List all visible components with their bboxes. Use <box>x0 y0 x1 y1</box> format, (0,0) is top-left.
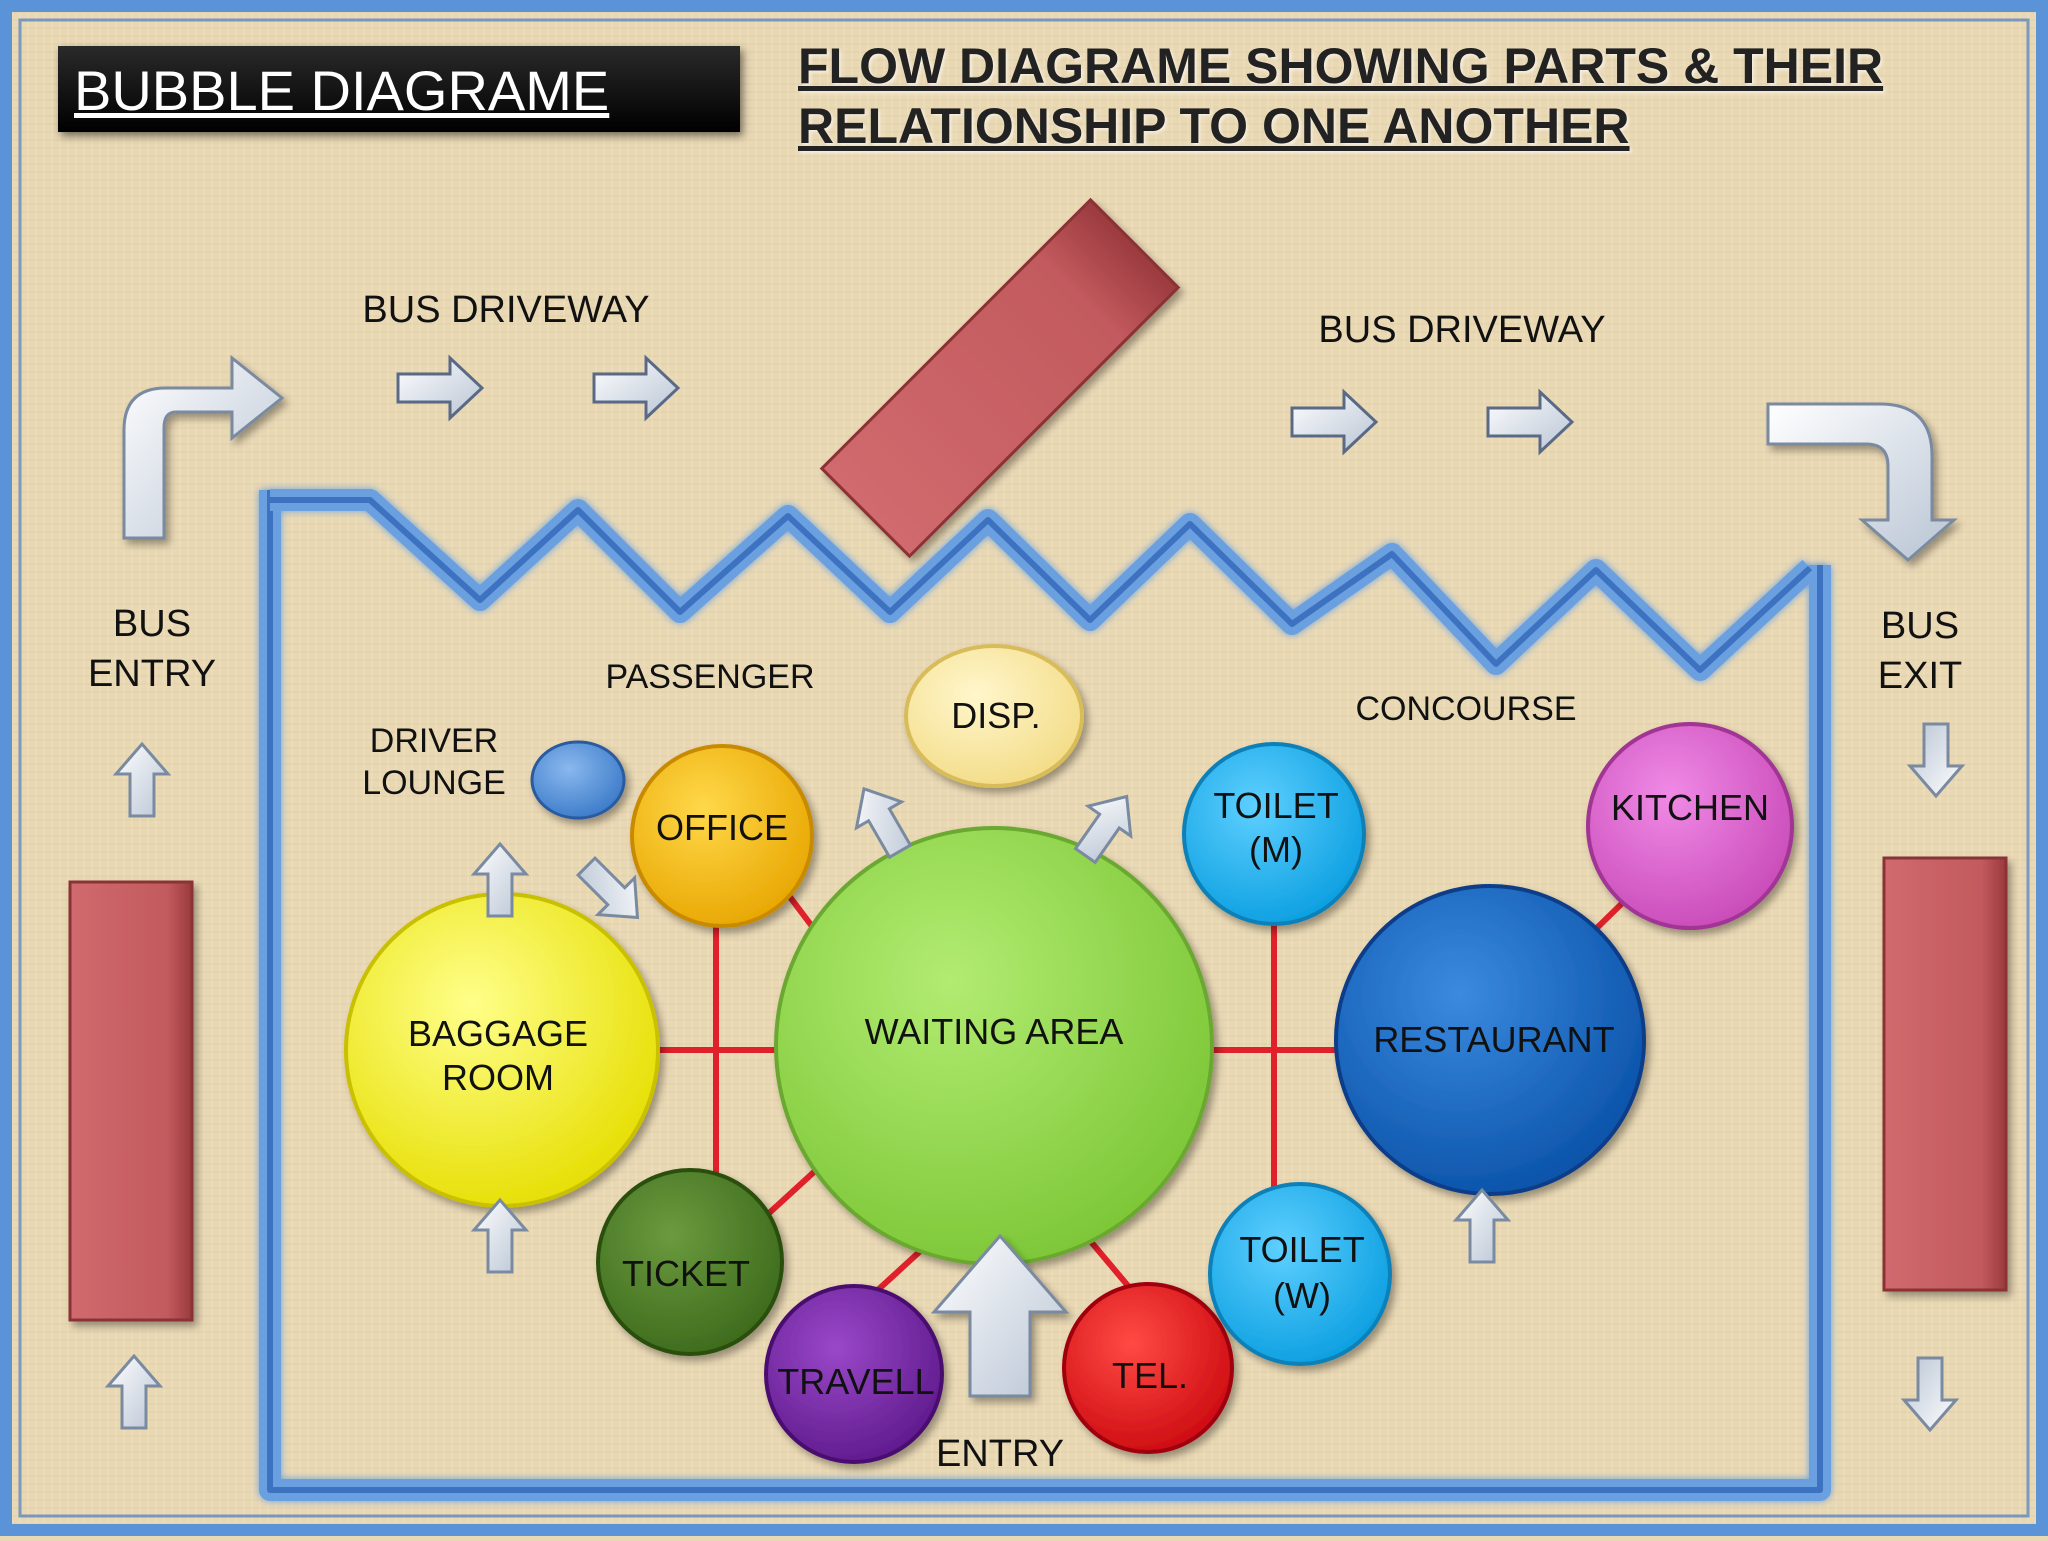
driver-lounge-label-2: LOUNGE <box>362 764 506 802</box>
bus-driveway-label-right: BUS DRIVEWAY <box>1318 309 1605 351</box>
bus-entry-label-1: BUS <box>113 603 191 645</box>
kitchen-label: KITCHEN <box>1611 787 1769 828</box>
subtitle-line-2: RELATIONSHIP TO ONE ANOTHER <box>798 98 1630 154</box>
office-label: OFFICE <box>656 807 788 848</box>
bend-arrow-entry <box>122 354 285 540</box>
bubble-toilet-w <box>1208 1182 1392 1366</box>
bus-top-diagonal <box>819 197 1181 559</box>
bubble-office <box>630 744 814 928</box>
baggage-label-2: ROOM <box>442 1057 554 1098</box>
baggage-label-1: BAGGAGE <box>408 1013 588 1054</box>
subtitle-line-1: FLOW DIAGRAME SHOWING PARTS & THEIR <box>798 38 1884 94</box>
ticket-label: TICKET <box>622 1253 750 1294</box>
building-outline <box>259 489 1831 1501</box>
toilet-w-label-1: TOILET <box>1239 1229 1364 1270</box>
toilet-m-label-2: (M) <box>1249 829 1303 870</box>
bus-exit-label-1: BUS <box>1881 605 1959 647</box>
bus-driveway-label-left: BUS DRIVEWAY <box>362 289 649 331</box>
travell-label: TRAVELL <box>777 1361 934 1402</box>
concourse-label: CONCOURSE <box>1355 690 1576 728</box>
restaurant-label: RESTAURANT <box>1373 1019 1614 1060</box>
main-entry-arrow <box>930 1233 1070 1398</box>
bubble-tel <box>1062 1282 1234 1454</box>
tel-label: TEL. <box>1112 1355 1188 1396</box>
driver-lounge-label-1: DRIVER <box>370 722 498 760</box>
bubble-kitchen <box>1586 722 1794 930</box>
bus-entry-label-2: ENTRY <box>88 653 216 695</box>
waiting-area-label: WAITING AREA <box>865 1011 1124 1052</box>
entry-label: ENTRY <box>936 1433 1064 1475</box>
bend-arrow-exit <box>1766 402 1959 562</box>
page-subtitle: FLOW DIAGRAME SHOWING PARTS & THEIR RELA… <box>798 36 1998 156</box>
bubble-ticket <box>596 1168 784 1356</box>
page-title: BUBBLE DIAGRAME <box>74 59 610 122</box>
bus-left <box>68 880 194 1322</box>
bubble-travell <box>764 1284 944 1464</box>
bubble-driver-lounge <box>530 740 626 820</box>
bus-exit-label-2: EXIT <box>1878 655 1962 697</box>
bubble-restaurant <box>1334 884 1646 1196</box>
toilet-w-label-2: (W) <box>1273 1275 1331 1316</box>
bubble-toilet-m <box>1182 742 1366 926</box>
toilet-m-label-1: TOILET <box>1213 785 1338 826</box>
bus-right <box>1882 856 2008 1292</box>
inner-frame <box>18 18 2030 1518</box>
title-banner: BUBBLE DIAGRAME <box>58 46 740 132</box>
disp-label: DISP. <box>951 695 1040 736</box>
bubble-disp <box>904 644 1084 788</box>
passenger-label: PASSENGER <box>605 658 814 696</box>
